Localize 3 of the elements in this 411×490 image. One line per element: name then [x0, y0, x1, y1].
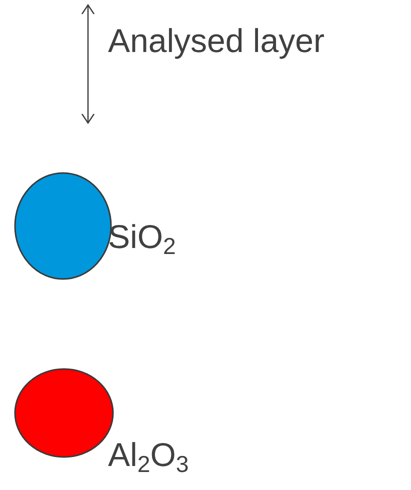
legend-label: Analysed layer [108, 24, 324, 57]
legend-label: Al$_{2}$O$_{3}$ [108, 438, 189, 471]
legend-label: SiO$_{2}$ [108, 220, 176, 253]
